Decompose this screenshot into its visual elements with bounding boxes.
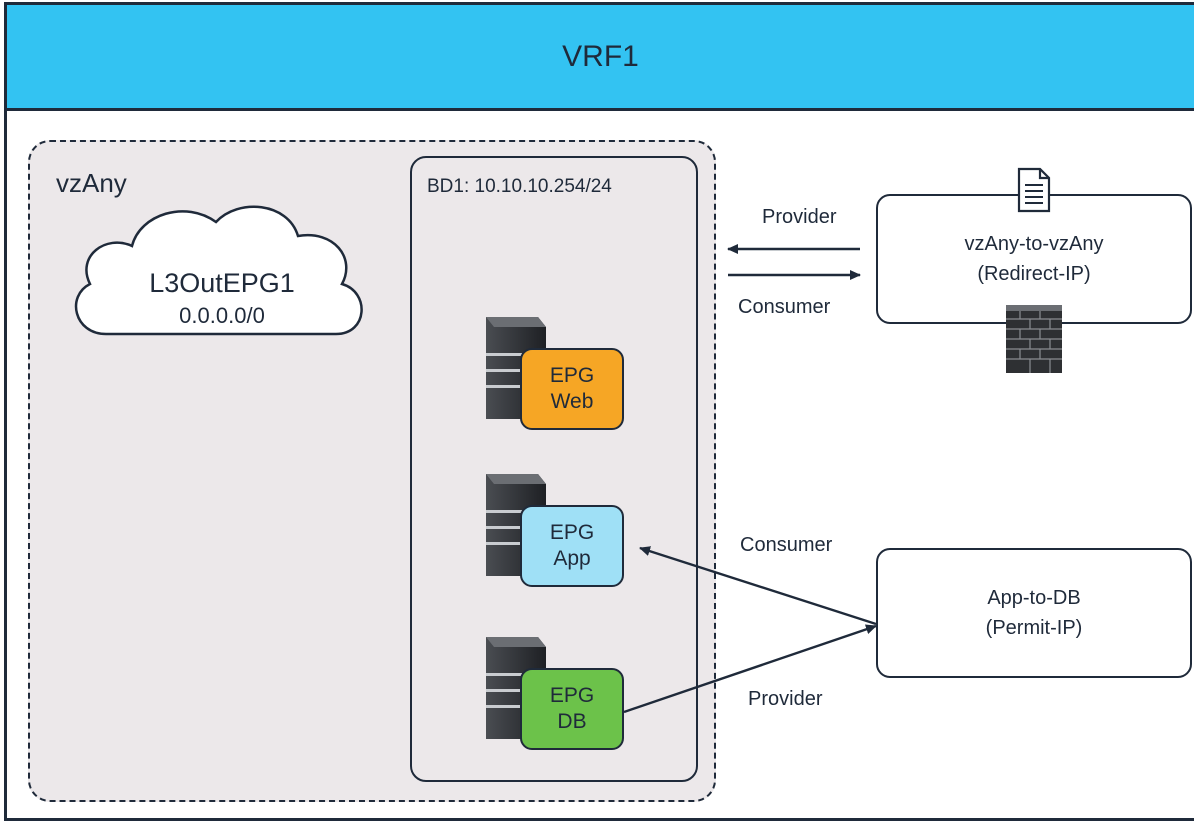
contract-name: App-to-DB [987, 587, 1081, 609]
contract-name: vzAny-to-vzAny [964, 233, 1104, 255]
epg-web-line2: Web [550, 390, 594, 413]
consumer-label-bottom: Consumer [740, 534, 833, 556]
l3out-epg-subnet: 0.0.0.0/0 [179, 303, 265, 328]
vrf-header: VRF1 [7, 5, 1194, 111]
vzany-label: vzAny [56, 168, 127, 198]
epg-app-line1: EPG [549, 521, 595, 544]
provider-label-top: Provider [762, 206, 837, 228]
bridge-domain-box [410, 156, 698, 782]
epg-web-line1: EPG [549, 364, 595, 387]
contract-vzany-to-vzany: vzAny-to-vzAny (Redirect-IP) [876, 194, 1192, 324]
cloud-icon [74, 205, 363, 336]
epg-web: EPG Web [520, 348, 624, 430]
contract-app-to-db: App-to-DB (Permit-IP) [876, 548, 1192, 678]
consumer-label-top: Consumer [738, 296, 831, 318]
epg-app: EPG App [520, 505, 624, 587]
epg-app-line2: App [553, 547, 591, 570]
provider-label-bottom: Provider [748, 688, 823, 710]
epg-db-line1: EPG [549, 684, 595, 707]
contract-type: (Redirect-IP) [977, 263, 1091, 285]
contract-type: (Permit-IP) [985, 617, 1083, 639]
document-icon [1017, 167, 1051, 213]
l3out-epg-name: L3OutEPG1 [149, 268, 295, 298]
vrf-title: VRF1 [562, 39, 639, 73]
epg-db-line2: DB [557, 710, 587, 733]
firewall-icon [1006, 305, 1062, 373]
bridge-domain-label: BD1: 10.10.10.254/24 [427, 176, 612, 197]
epg-db: EPG DB [520, 668, 624, 750]
